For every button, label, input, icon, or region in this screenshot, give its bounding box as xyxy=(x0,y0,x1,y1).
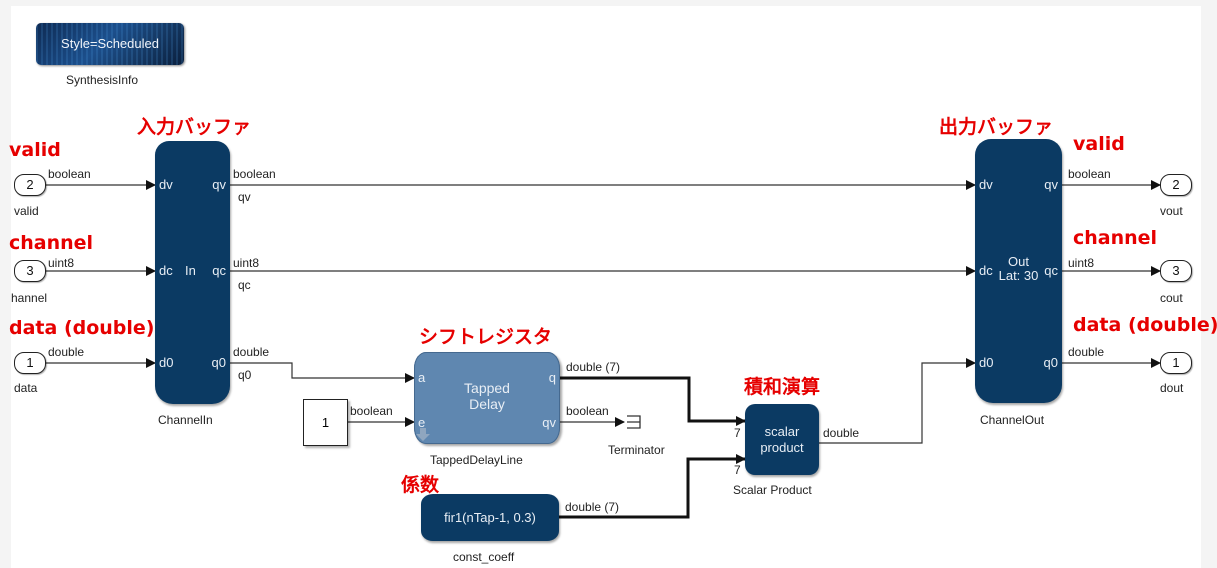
channel-in-port-d0: d0 xyxy=(159,355,174,370)
down-arrow-icon xyxy=(416,428,430,442)
outport-vout[interactable]: 2 xyxy=(1160,174,1192,196)
inport-valid-type: boolean xyxy=(48,167,91,181)
scalar-text-line1: scalar xyxy=(764,424,800,439)
annotation-output-buffer: 出力バッファ xyxy=(939,116,1054,138)
annotation-out-channel: channel xyxy=(1073,227,1158,249)
scalar-product-block[interactable]: scalar product xyxy=(745,404,819,475)
annotation-in-valid: valid xyxy=(9,139,61,161)
inport-channel-name: hannel xyxy=(11,291,48,305)
constant-block[interactable]: 1 xyxy=(303,399,348,446)
tapped-port-e: e xyxy=(418,415,426,430)
tapped-text-line1: Tapped xyxy=(464,380,510,396)
const-coeff-type: double (7) xyxy=(565,500,620,514)
qc-signal-name: qc xyxy=(238,278,251,292)
tapped-port-q: q xyxy=(548,370,556,385)
tapped-text-line2: Delay xyxy=(469,396,505,412)
scalar-input2-dim: 7 xyxy=(734,463,741,477)
channel-in-port-dc: dc xyxy=(159,263,173,278)
channel-in-port-q0: q0 xyxy=(211,355,226,370)
const-coeff-name: const_coeff xyxy=(453,550,515,564)
tapped-qv-type: boolean xyxy=(566,404,609,418)
annotation-shift-register: シフトレジスタ xyxy=(419,326,553,348)
outport-dout[interactable]: 1 xyxy=(1160,352,1192,374)
synthesis-info-name: SynthesisInfo xyxy=(66,73,139,87)
inport-data-name: data xyxy=(14,381,38,395)
channel-in-block[interactable]: dv dc d0 In qv qc q0 xyxy=(155,141,230,404)
annotation-multiply-accumulate: 積和演算 xyxy=(744,376,821,398)
channel-out-text-line2: Lat: 30 xyxy=(998,268,1039,283)
scalar-input1-dim: 7 xyxy=(734,426,741,440)
channel-out-port-qc: qc xyxy=(1044,263,1058,278)
qv-signal-name: qv xyxy=(238,190,251,204)
outport-dout-name: dout xyxy=(1160,381,1184,395)
q0-signal-name: q0 xyxy=(238,368,252,382)
tapped-port-qv: qv xyxy=(542,415,556,430)
inport-channel[interactable]: 3 xyxy=(14,260,46,282)
qc-type-label: uint8 xyxy=(233,256,260,270)
annotation-out-data: data (double) xyxy=(1073,314,1217,336)
wire-product[interactable] xyxy=(819,358,976,444)
scalar-text-line2: product xyxy=(760,440,804,455)
channel-out-port-dv: dv xyxy=(979,177,993,192)
scalar-product-name: Scalar Product xyxy=(733,483,812,497)
wire-q0[interactable] xyxy=(230,362,415,383)
constant-type-label: boolean xyxy=(350,404,393,418)
scalar-output-type: double xyxy=(823,426,860,440)
outport-cout[interactable]: 3 xyxy=(1160,260,1192,282)
channel-in-center-text: In xyxy=(185,263,196,278)
terminator-block[interactable] xyxy=(627,415,641,429)
channel-in-port-dv: dv xyxy=(159,177,173,192)
terminator-name: Terminator xyxy=(608,443,665,457)
tapped-q-type: double (7) xyxy=(566,360,621,374)
annotation-out-valid: valid xyxy=(1073,133,1125,155)
synthesis-info-block[interactable]: Style=Scheduled xyxy=(36,23,184,65)
qv-type-label: boolean xyxy=(233,167,276,181)
outport-vout-name: vout xyxy=(1160,204,1183,218)
channel-out-name: ChannelOut xyxy=(980,413,1045,427)
q0-type-label: double xyxy=(233,345,270,359)
tapped-delay-name: TappedDelayLine xyxy=(430,453,523,467)
annotation-input-buffer: 入力バッファ xyxy=(137,116,252,138)
inport-valid[interactable]: 2 xyxy=(14,174,46,196)
channel-out-port-dc: dc xyxy=(979,263,993,278)
wire-tap-vector[interactable] xyxy=(560,376,746,426)
annotation-coefficients: 係数 xyxy=(401,474,440,496)
channel-out-text-line1: Out xyxy=(1008,254,1029,269)
annotation-in-data: data (double) xyxy=(9,317,155,339)
outport-cout-name: cout xyxy=(1160,291,1183,305)
inport-valid-name: valid xyxy=(14,204,39,218)
annotation-in-channel: channel xyxy=(9,232,94,254)
outport-vout-type: boolean xyxy=(1068,167,1111,181)
inport-channel-type: uint8 xyxy=(48,256,75,270)
const-coeff-block[interactable]: fir1(nTap-1, 0.3) xyxy=(421,494,559,541)
channel-out-port-q0: q0 xyxy=(1043,355,1058,370)
tapped-delay-block[interactable]: a e q qv Tapped Delay xyxy=(414,352,560,444)
channel-in-port-qv: qv xyxy=(212,177,226,192)
channel-out-block[interactable]: dv dc d0 Out Lat: 30 qv qc q0 xyxy=(975,139,1062,403)
channel-out-port-d0: d0 xyxy=(979,355,994,370)
channel-in-port-qc: qc xyxy=(212,263,226,278)
outport-cout-type: uint8 xyxy=(1068,256,1095,270)
wire-coeff[interactable] xyxy=(559,454,746,519)
tapped-port-a: a xyxy=(418,370,426,385)
inport-data[interactable]: 1 xyxy=(14,352,46,374)
inport-data-type: double xyxy=(48,345,85,359)
outport-dout-type: double xyxy=(1068,345,1105,359)
channel-out-port-qv: qv xyxy=(1044,177,1058,192)
channel-in-name: ChannelIn xyxy=(158,413,213,427)
